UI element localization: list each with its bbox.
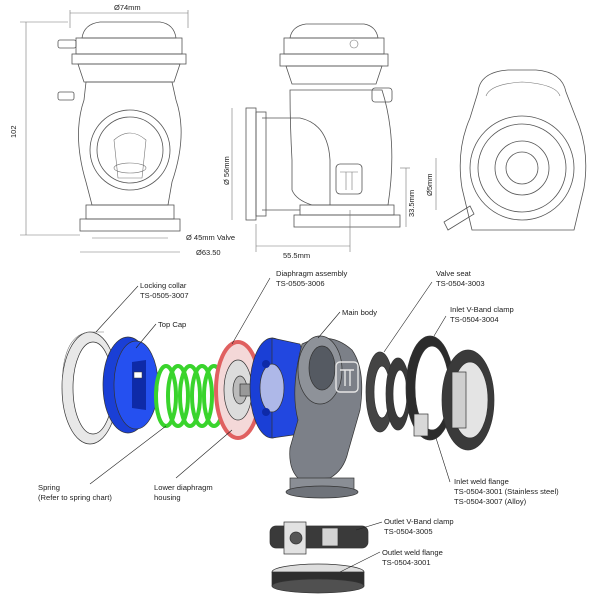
label-outlet-weld-part: TS-0504-3001 [382,558,431,567]
dim-side-offset: 33.5mm [407,190,416,217]
main-body-part [285,335,363,499]
label-diaphragm-assembly-part: TS-0505-3006 [276,279,325,288]
label-spring-note: (Refer to spring chart) [38,493,112,502]
locking-collar-part [61,331,119,445]
exploded-view: Locking collar TS-0505-3007 Top Cap Diap… [38,269,559,594]
top-cap-part [102,336,159,434]
label-lower-housing: Lower diaphragm [154,483,213,492]
dim-side-height: Ø 56mm [222,156,231,185]
label-inlet-weld: Inlet weld flange [454,477,509,486]
front-view: Ø74mm 102 Ø 45mm Valve Ø63.50 [9,3,235,257]
label-top-cap: Top Cap [158,320,186,329]
label-inlet-weld-part1: TS-0504-3001 (Stainless steel) [454,487,559,496]
label-inlet-vband: Inlet V-Band clamp [450,305,514,314]
inlet-weld-flange-part [441,349,495,451]
label-locking-collar-part: TS-0505-3007 [140,291,189,300]
inlet-vband-part [405,335,455,441]
label-spring: Spring [38,483,60,492]
label-diaphragm-assembly: Diaphragm assembly [276,269,348,278]
label-valve-seat: Valve seat [436,269,472,278]
dim-height-left: 102 [9,125,18,138]
turbosmart-logo-icon [335,163,363,195]
label-outlet-vband: Outlet V-Band clamp [384,517,454,526]
dim-valve: Ø 45mm Valve [186,233,235,242]
rear-view: Ø5mm [425,69,587,231]
side-view: Ø 56mm 55.5mm 33.5mm [222,23,416,260]
label-valve-seat-part: TS-0504-3003 [436,279,485,288]
valve-seat-part [365,351,411,433]
label-outlet-vband-part: TS-0504-3005 [384,527,433,536]
dim-width-top: Ø74mm [114,3,141,12]
outlet-vband-part [269,521,369,555]
dim-side-length: 55.5mm [283,251,310,260]
label-outlet-weld: Outlet weld flange [382,548,443,557]
outlet-weld-flange-part [271,563,365,594]
label-inlet-vband-part: TS-0504-3004 [450,315,499,324]
dim-flange: Ø63.50 [196,248,221,257]
label-inlet-weld-part2: TS-0504-3007 (Alloy) [454,497,527,506]
dim-rear-port: Ø5mm [425,174,434,197]
label-lower-housing-2: housing [154,493,181,502]
label-locking-collar: Locking collar [140,281,187,290]
spring-part [154,364,226,428]
label-main-body: Main body [342,308,377,317]
